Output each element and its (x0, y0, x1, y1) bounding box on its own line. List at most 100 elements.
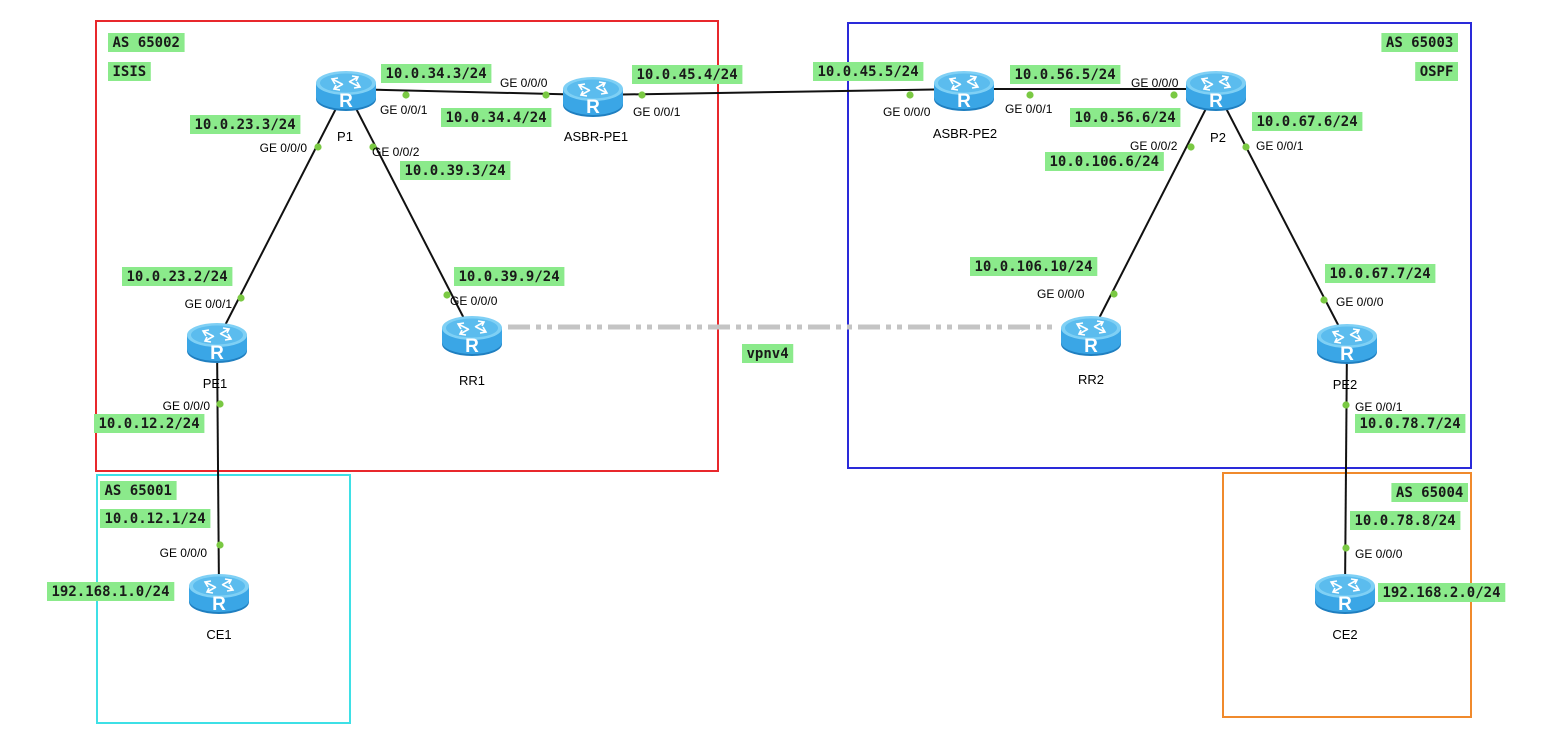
router-arrows-icon (1200, 75, 1232, 91)
router-icon: R (1186, 71, 1246, 112)
router-asbr_pe2[interactable]: R (934, 71, 994, 112)
ip-label-asbr_pe1-2: 10.0.34.4/24 (441, 108, 552, 127)
ip-label-p1-1-text: 10.0.23.3/24 (195, 117, 296, 133)
ip-label-ce2-8-text: 10.0.78.8/24 (1355, 513, 1456, 529)
ip-label-ce1-0-text: 10.0.12.1/24 (105, 511, 206, 527)
router-ce2[interactable]: R (1315, 574, 1375, 615)
ip-label-rr2-6-bg (970, 257, 1098, 276)
port-label-pe2-8: GE 0/0/1 (1355, 400, 1403, 414)
ip-label-p2-6-text: 10.0.106.6/24 (1050, 154, 1160, 170)
zone-as65002 (95, 20, 719, 472)
ip-label-rr1-3: 10.0.39.9/24 (454, 267, 565, 286)
zone-label-as65002-1-bg (108, 62, 151, 81)
port-dot-p2-7 (1242, 143, 1250, 151)
port-dot-asbr_pe1-2 (542, 91, 550, 99)
ip-label-pe1-0-bg (94, 414, 205, 433)
router-letter: R (339, 91, 353, 112)
port-dot-pe2-8 (1342, 401, 1350, 409)
ip-label-p2-7: 10.0.67.6/24 (1252, 112, 1363, 131)
link-asbr_pe1-asbr_pe2 (592, 88, 965, 96)
port-dot-asbr_pe2-5 (1026, 91, 1034, 99)
ip-label-rr1-3-bg (454, 267, 565, 286)
ip-label-asbr_pe2-5-bg (1010, 65, 1121, 84)
network-prefix-ce1-bg (47, 582, 175, 601)
port-label-rr1-3: GE 0/0/0 (450, 294, 498, 308)
router-name-rr1: RR1 (459, 373, 485, 388)
port-label-p2-7: GE 0/0/1 (1256, 139, 1304, 153)
zone-label-as65001-0-text: AS 65001 (105, 483, 172, 499)
ip-label-asbr_pe1-4-text: 10.0.45.4/24 (637, 67, 738, 83)
router-name-p2: P2 (1210, 130, 1226, 145)
ip-label-asbr_pe2-5: 10.0.56.5/24 (1010, 65, 1121, 84)
ip-label-pe1-0: 10.0.12.2/24 (94, 414, 205, 433)
zone-label-as65003-0: AS 65003 (1381, 33, 1458, 52)
port-dot-pe2-7 (1320, 296, 1328, 304)
ip-label-pe1-0-text: 10.0.12.2/24 (99, 416, 200, 432)
ip-label-asbr_pe1-4-bg (632, 65, 743, 84)
network-prefix-ce2: 192.168.2.0/24 (1378, 583, 1506, 602)
port-dot-pe1-1 (237, 294, 245, 302)
ip-label-pe1-1-text: 10.0.23.2/24 (127, 269, 228, 285)
zone-label-as65003-0-bg (1381, 33, 1458, 52)
zone-as65003 (847, 22, 1472, 469)
network-prefix-ce1: 192.168.1.0/24 (47, 582, 175, 601)
ip-label-p2-5-text: 10.0.56.6/24 (1075, 110, 1176, 126)
ip-label-p1-1-bg (190, 115, 301, 134)
ip-label-pe2-8-text: 10.0.78.7/24 (1360, 416, 1461, 432)
link-p1-asbr_pe1 (345, 88, 594, 96)
router-p2[interactable]: R (1186, 71, 1246, 112)
port-label-pe1-1: GE 0/0/1 (185, 297, 233, 311)
vpnv4-peering-label-text: vpnv4 (747, 346, 789, 362)
ip-label-asbr_pe1-2-text: 10.0.34.4/24 (446, 110, 547, 126)
port-dot-p2-6 (1187, 143, 1195, 151)
router-icon: R (563, 77, 623, 118)
zone-label-as65003-1-bg (1415, 62, 1458, 81)
router-arrows-icon (456, 320, 488, 336)
ip-label-pe2-7-text: 10.0.67.7/24 (1330, 266, 1431, 282)
zone-label-as65003-0-text: AS 65003 (1386, 35, 1453, 51)
port-label-rr2-6: GE 0/0/0 (1037, 287, 1085, 301)
router-arrows-icon (203, 578, 235, 594)
router-letter: R (957, 91, 971, 112)
router-arrows-icon (948, 75, 980, 91)
router-rr2[interactable]: R (1061, 316, 1121, 357)
port-label-p2-5: GE 0/0/0 (1131, 76, 1179, 90)
zone-label-as65002-0-bg (108, 33, 185, 52)
ip-label-asbr_pe1-2-bg (441, 108, 552, 127)
router-pe1[interactable]: R (187, 323, 247, 364)
port-dot-ce1-0 (216, 541, 224, 549)
ip-label-p1-1: 10.0.23.3/24 (190, 115, 301, 134)
ip-label-ce2-8: 10.0.78.8/24 (1350, 511, 1461, 530)
zone-label-as65001-0-bg (100, 481, 177, 500)
network-prefix-ce1-text: 192.168.1.0/24 (52, 584, 170, 600)
port-label-ce2-8: GE 0/0/0 (1355, 547, 1403, 561)
zone-label-as65002-1: ISIS (108, 62, 151, 81)
network-prefix-ce2-text: 192.168.2.0/24 (1383, 585, 1501, 601)
router-arrows-icon (1329, 578, 1361, 594)
link-p1-rr1 (345, 88, 473, 335)
port-dot-p1-2 (402, 91, 410, 99)
ip-label-rr1-3-text: 10.0.39.9/24 (459, 269, 560, 285)
ip-label-ce1-0: 10.0.12.1/24 (100, 509, 211, 528)
router-rr1[interactable]: R (442, 316, 502, 357)
port-label-asbr_pe2-4: GE 0/0/0 (883, 105, 931, 119)
ip-label-p2-5: 10.0.56.6/24 (1070, 108, 1181, 127)
router-p1[interactable]: R (316, 71, 376, 112)
router-asbr_pe1[interactable]: R (563, 77, 623, 118)
port-label-p1-3: GE 0/0/2 (372, 145, 420, 159)
router-name-p1: P1 (337, 129, 353, 144)
port-dot-asbr_pe1-4 (638, 91, 646, 99)
router-letter: R (586, 97, 600, 118)
ip-label-pe1-1-bg (122, 267, 233, 286)
zone-label-as65003-1: OSPF (1415, 62, 1458, 81)
router-ce1[interactable]: R (189, 574, 249, 615)
router-pe2[interactable]: R (1317, 324, 1377, 365)
port-label-asbr_pe1-2: GE 0/0/0 (500, 76, 548, 90)
ip-label-p2-7-text: 10.0.67.6/24 (1257, 114, 1358, 130)
ip-label-asbr_pe2-4-text: 10.0.45.5/24 (818, 64, 919, 80)
ip-label-pe1-1: 10.0.23.2/24 (122, 267, 233, 286)
port-label-asbr_pe2-5: GE 0/0/1 (1005, 102, 1053, 116)
router-letter: R (1340, 344, 1354, 365)
zone-label-as65004-0-text: AS 65004 (1396, 485, 1463, 501)
port-label-ce1-0: GE 0/0/0 (160, 546, 208, 560)
